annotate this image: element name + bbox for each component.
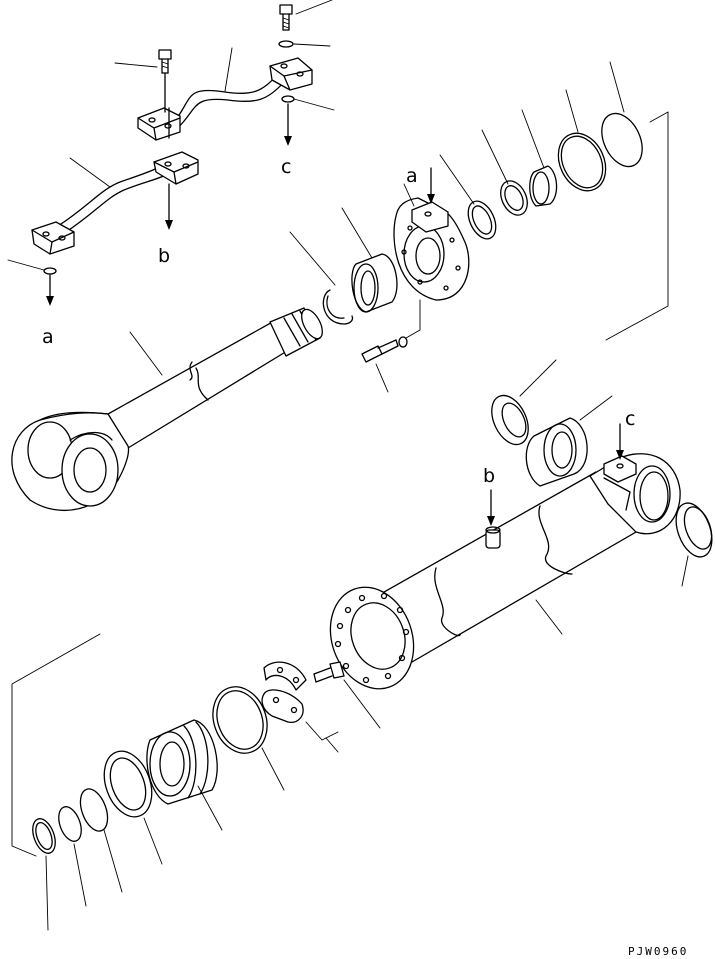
pipe-upper	[167, 73, 285, 135]
head-washer	[398, 336, 408, 348]
piston-bolt	[313, 661, 381, 729]
piston-right	[525, 395, 613, 487]
flange-lower-left	[31, 221, 75, 255]
label-a-head: a	[406, 165, 418, 187]
split-clamp	[261, 661, 339, 753]
wear-ring-right	[491, 359, 557, 446]
snap-ring	[322, 289, 354, 325]
head-bolt	[361, 339, 399, 393]
cylinder-tube	[329, 453, 681, 690]
hydraulic-pipe-assembly: c b a	[7, 0, 335, 348]
label-a-pipe: a	[42, 326, 54, 348]
bolt-top-left	[158, 49, 172, 74]
figure-code: PJW0960	[628, 945, 688, 958]
pipe-lower	[57, 165, 169, 233]
o-ring-right	[281, 95, 295, 103]
bottom-bushing	[675, 502, 713, 587]
piston-rod	[11, 307, 323, 512]
cylinder-head	[393, 183, 470, 301]
label-c-pipe: c	[281, 156, 291, 178]
bolt-top-right	[279, 4, 293, 31]
piston-sleeve	[212, 686, 285, 791]
piston-lower	[146, 719, 223, 831]
flange-upper-left	[137, 73, 181, 141]
washer-top-right	[278, 40, 294, 48]
head-seals	[439, 61, 643, 240]
arrow-a-pipe	[46, 274, 54, 306]
piston-seals	[32, 750, 163, 931]
arrow-b-pipe	[165, 183, 173, 230]
flange-right	[269, 57, 313, 91]
label-c-cylinder: c	[625, 408, 635, 430]
arrow-c-cylinder	[616, 423, 624, 460]
arrow-a-head	[427, 167, 435, 204]
o-ring-left	[43, 267, 57, 275]
label-b-pipe: b	[158, 245, 170, 267]
flange-middle	[153, 151, 199, 185]
arrow-c-pipe	[284, 103, 292, 146]
label-b-cylinder: b	[483, 465, 495, 487]
port-stub	[485, 489, 501, 549]
rod-bushing	[341, 207, 398, 313]
